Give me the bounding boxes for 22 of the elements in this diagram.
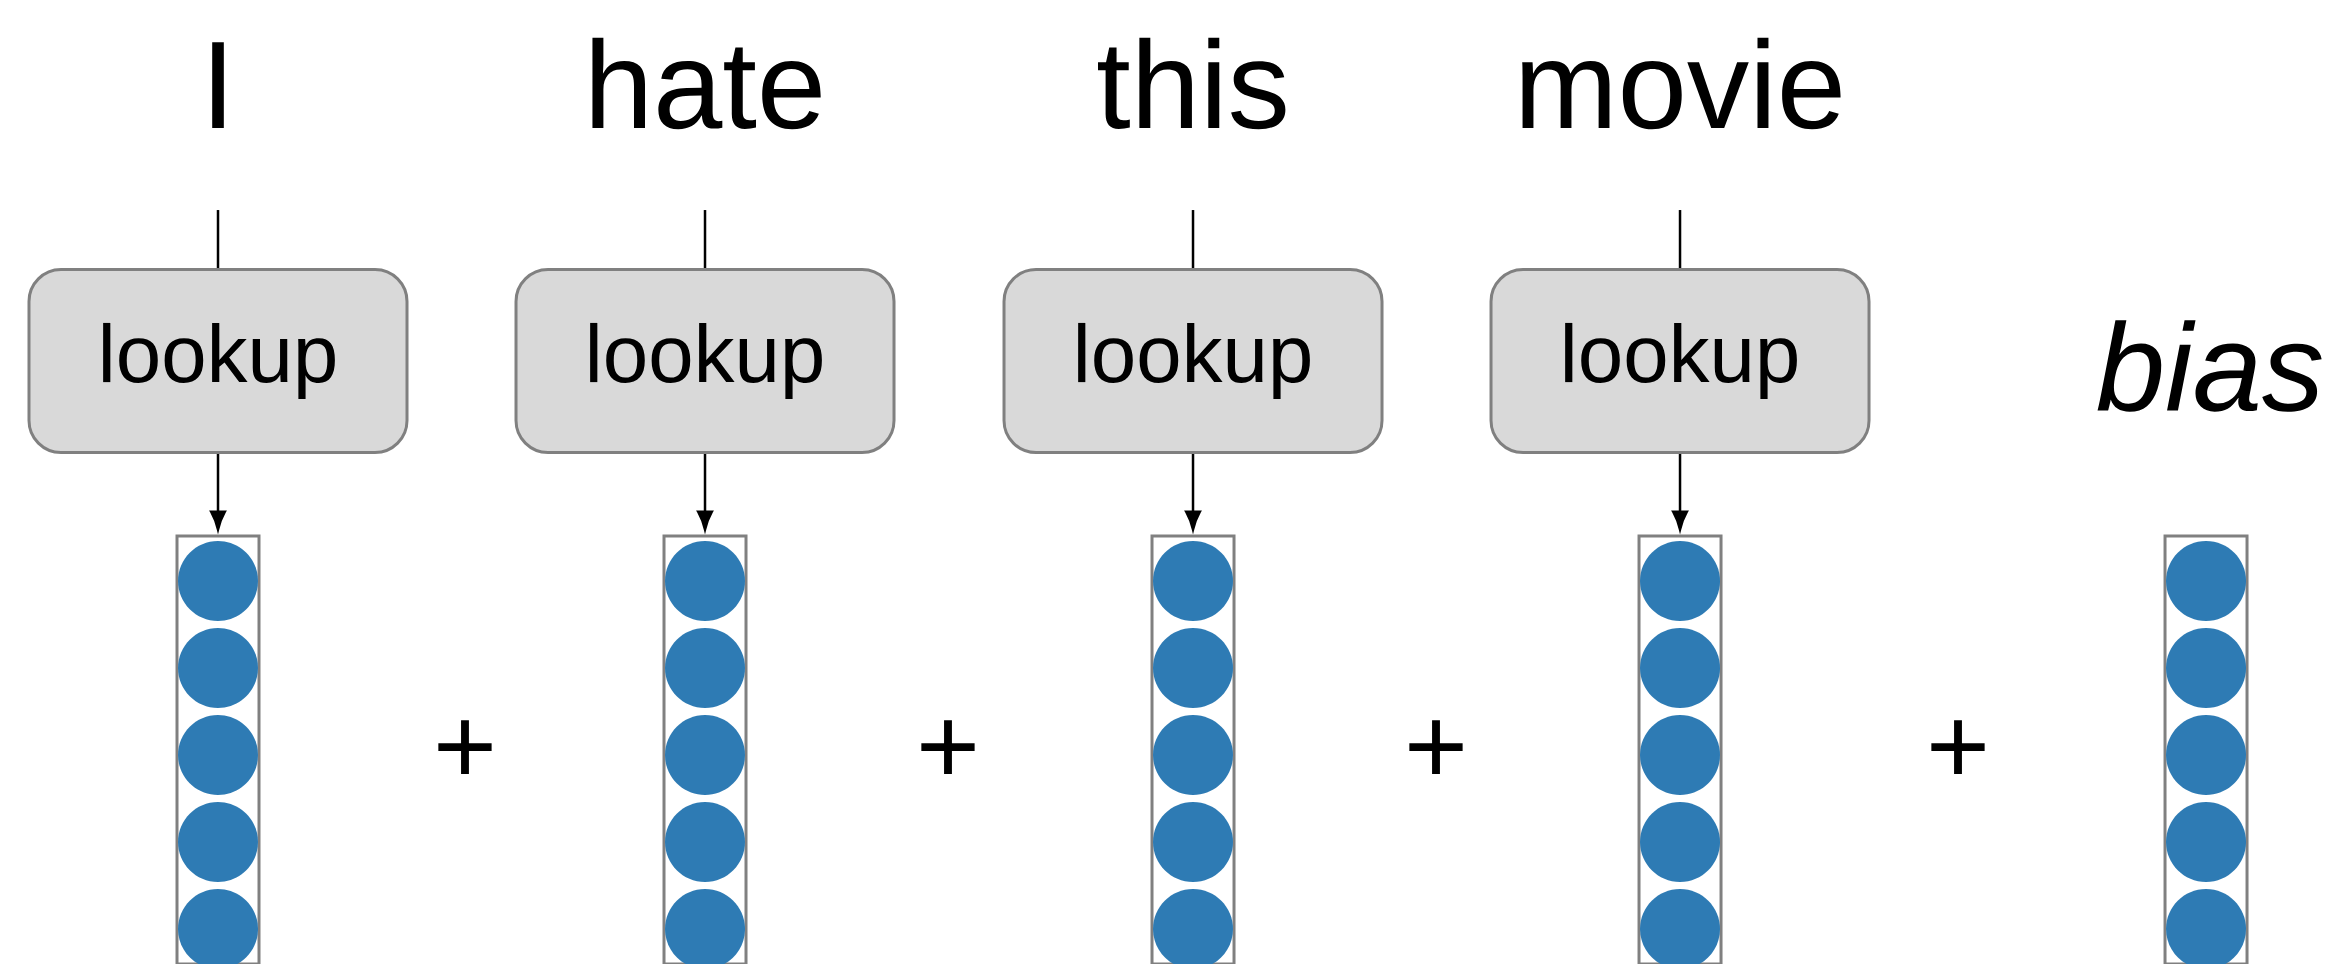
plus-sign: + <box>1931 720 1985 774</box>
word: I <box>212 42 224 128</box>
lookup-box: lookup <box>27 268 409 454</box>
word: this <box>1098 37 1286 130</box>
lookup-box: lookup <box>1489 268 1871 454</box>
vector-drawing <box>1150 534 1236 964</box>
connector-line <box>1191 210 1195 268</box>
vector-drawing <box>2163 534 2249 964</box>
word: hate <box>592 37 821 130</box>
word: movie <box>1522 37 1841 130</box>
vector-drawing <box>662 534 748 964</box>
connector-line <box>703 210 707 268</box>
lookup-box: lookup <box>1002 268 1384 454</box>
bias-label: bias <box>2097 320 2322 412</box>
vector-drawing <box>1637 534 1723 964</box>
connector-line <box>1678 210 1682 268</box>
vector-drawing <box>175 534 261 964</box>
plus-sign: + <box>438 720 492 774</box>
connector-line <box>216 210 220 268</box>
plus-sign: + <box>1409 720 1463 774</box>
plus-sign: + <box>921 720 975 774</box>
lookup-box: lookup <box>514 268 896 454</box>
